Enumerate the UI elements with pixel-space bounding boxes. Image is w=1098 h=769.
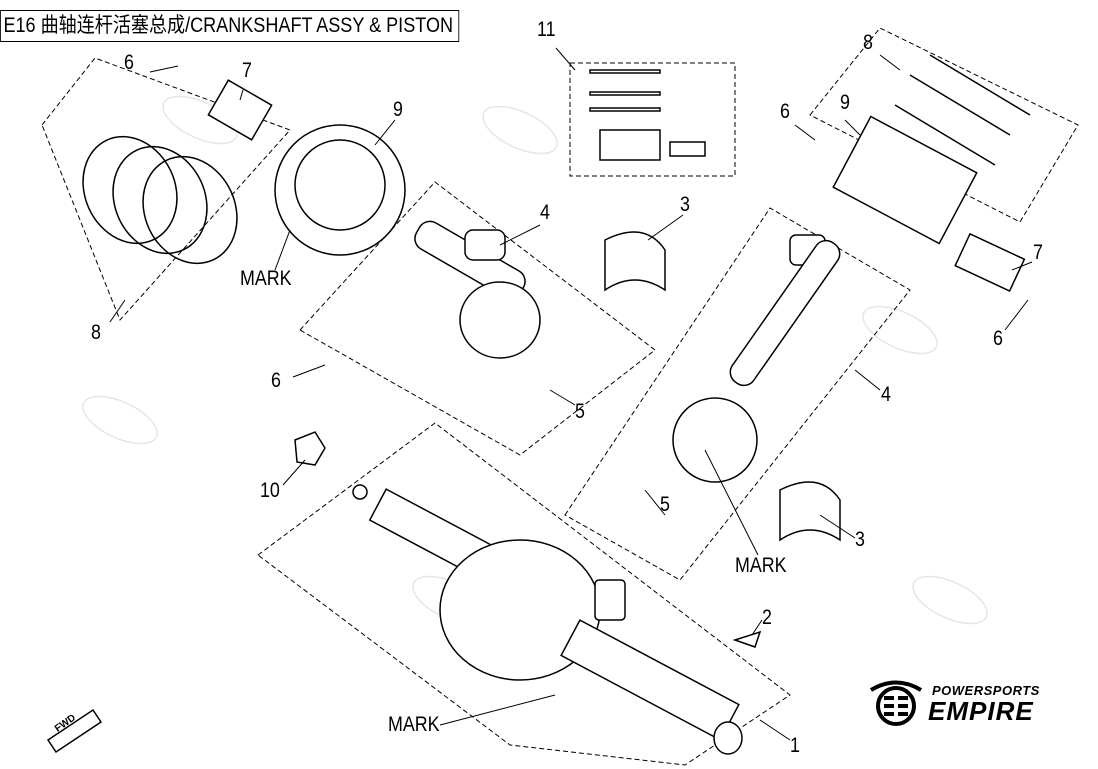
callout-mark: MARK: [735, 554, 787, 577]
callout-mark: MARK: [240, 267, 292, 290]
logo-line1: POWERSPORTS: [932, 683, 1040, 698]
logo-line2: EMPIRE: [928, 696, 1034, 726]
brand-logo: POWERSPORTS EMPIRE: [866, 678, 1066, 726]
callout-7: 7: [242, 59, 252, 82]
callout-9: 9: [840, 91, 850, 114]
parts: [46, 54, 1031, 755]
leader-lines: [109, 47, 1033, 741]
callout-3: 3: [680, 193, 690, 216]
callout-6: 6: [780, 100, 790, 123]
callout-10: 10: [260, 479, 280, 502]
empire-logo-icon: [869, 680, 923, 726]
page-title: E16 曲轴连杆活塞总成/CRANKSHAFT ASSY & PISTON: [0, 10, 460, 42]
callout-5: 5: [660, 493, 670, 516]
callout-6: 6: [124, 51, 134, 74]
callout-5: 5: [575, 400, 585, 423]
callout-8: 8: [91, 321, 101, 344]
callout-3: 3: [855, 528, 865, 551]
callout-7: 7: [1033, 241, 1043, 264]
callout-1: 1: [790, 734, 800, 757]
callout-8: 8: [863, 31, 873, 54]
callout-9: 9: [393, 98, 403, 121]
callout-11: 11: [537, 18, 556, 41]
callout-mark: MARK: [388, 713, 440, 736]
callout-4: 4: [540, 201, 550, 224]
callout-4: 4: [881, 383, 891, 406]
callout-6: 6: [271, 369, 281, 392]
callout-2: 2: [762, 606, 772, 629]
callout-6: 6: [993, 327, 1003, 350]
